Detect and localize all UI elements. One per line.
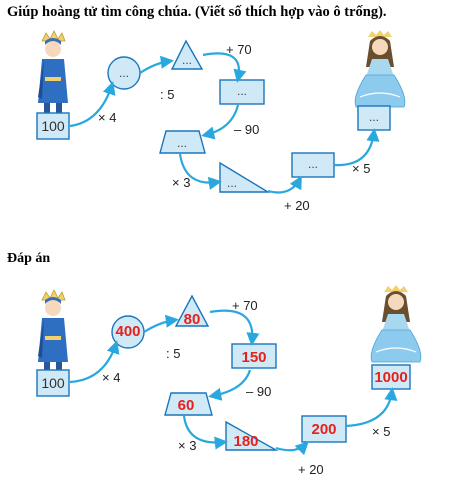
answer-triangle-value: 80 <box>184 311 201 328</box>
arrow-4 <box>201 104 240 140</box>
prince-icon <box>38 289 68 372</box>
blank-final-dots: ... <box>369 110 379 124</box>
arrow-5 <box>178 153 222 190</box>
arrow-2 <box>143 314 179 333</box>
start-value: 100 <box>41 118 65 134</box>
blank-rectangle-1-dots: ... <box>237 84 247 98</box>
answer-triangle <box>174 294 210 327</box>
arrow-4 <box>208 369 252 401</box>
puzzle-diagram: 100 ... ... ... ... ... ... ... × 4 : 5 … <box>36 30 406 213</box>
blank-final-box <box>357 105 391 131</box>
answer-heading: Đáp án <box>7 251 51 266</box>
op-mul5: × 5 <box>372 424 390 439</box>
op-add70: + 70 <box>232 298 258 313</box>
op-sub90: – 90 <box>234 122 259 137</box>
arrow-6 <box>267 175 302 194</box>
op-add70: + 70 <box>226 42 252 57</box>
answer-diagram: 100 400 80 150 60 180 200 1000 × 4 : 5 +… <box>36 285 422 477</box>
op-sub90: – 90 <box>246 384 271 399</box>
answer-rectangle-2-value: 200 <box>311 421 336 438</box>
answer-trapezoid <box>164 392 213 416</box>
answer-final-value: 1000 <box>374 369 407 386</box>
start-value: 100 <box>41 375 65 391</box>
blank-circle-dots: ... <box>119 66 129 80</box>
op-mul3: × 3 <box>178 438 196 453</box>
answer-rectangle-1-value: 150 <box>241 349 266 366</box>
answer-circle-value: 400 <box>115 323 140 340</box>
op-add20: + 20 <box>298 462 324 477</box>
arrow-6 <box>275 441 309 456</box>
arrow-2 <box>139 55 174 74</box>
arrow-5 <box>182 415 228 450</box>
op-div5: : 5 <box>160 87 174 102</box>
op-mul3: × 3 <box>172 175 190 190</box>
op-mul4: × 4 <box>102 370 120 385</box>
blank-triangle-dots: ... <box>182 53 192 67</box>
answer-right-triangle <box>225 420 279 451</box>
princess-icon <box>354 30 406 108</box>
start-box <box>36 369 70 397</box>
answer-right-triangle-value: 180 <box>233 433 258 450</box>
arrow-7 <box>345 387 398 428</box>
blank-rectangle-1 <box>219 79 265 105</box>
arrow-3 <box>202 52 247 83</box>
blank-rectangle-2-dots: ... <box>308 157 318 171</box>
answer-rectangle-2 <box>301 415 347 443</box>
op-div5: : 5 <box>166 346 180 361</box>
op-mul5: × 5 <box>352 161 370 176</box>
blank-rectangle-2 <box>291 152 335 178</box>
arrow-1 <box>69 81 116 128</box>
start-box <box>36 112 70 140</box>
blank-triangle <box>170 39 204 70</box>
arrow-3 <box>209 309 260 346</box>
blank-trapezoid <box>159 130 206 154</box>
answer-trapezoid-value: 60 <box>178 397 195 414</box>
op-mul4: × 4 <box>98 110 116 125</box>
princess-icon <box>370 285 422 363</box>
prince-icon <box>38 30 68 113</box>
blank-right-triangle-dots: ... <box>227 176 237 190</box>
op-add20: + 20 <box>284 198 310 213</box>
problem-title: Giúp hoàng tử tìm công chúa. (Viết số th… <box>7 4 387 20</box>
arrow-7 <box>333 128 380 167</box>
arrow-1 <box>69 340 120 384</box>
blank-trapezoid-dots: ... <box>177 136 187 150</box>
